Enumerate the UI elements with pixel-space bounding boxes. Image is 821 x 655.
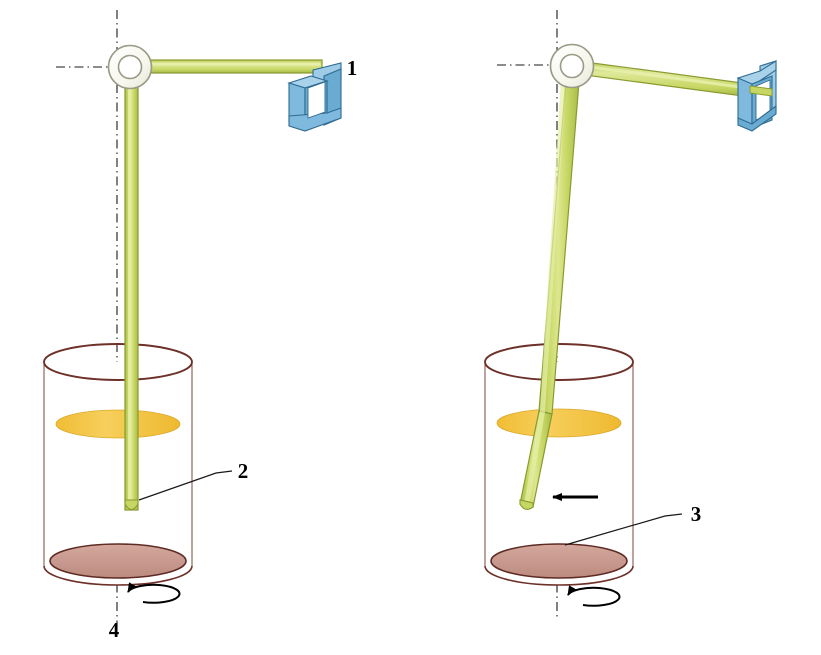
- deflected-rod-right: [519, 77, 580, 510]
- beaker-bottom-left: [49, 543, 187, 579]
- rotation-direction-arrow-right: [567, 585, 621, 607]
- panel-right: 3: [482, 10, 777, 620]
- beaker-rim-left: [43, 343, 193, 381]
- pivot-hub-right: [549, 43, 595, 89]
- callout-label-1: 1: [347, 56, 358, 80]
- panel-left: 1 2 4: [41, 10, 358, 642]
- beaker-rim-right: [484, 343, 634, 381]
- beaker-vessel-right: [482, 343, 636, 586]
- callout-label-4: 4: [109, 618, 120, 642]
- horizontal-arm-left: [129, 59, 323, 74]
- clamp-holder-right: [736, 60, 777, 132]
- horizontal-arm-right: [569, 59, 751, 98]
- callout-leader-2: [138, 470, 233, 501]
- callout-label-3: 3: [691, 502, 702, 526]
- clamp-holder-left: [287, 62, 342, 132]
- vertical-rod-left: [124, 73, 139, 511]
- rotation-direction-arrow-left: [127, 582, 181, 604]
- pivot-hub-left: [107, 44, 153, 90]
- beaker-bottom-right: [490, 543, 628, 579]
- liquid-surface-left: [55, 409, 181, 439]
- callout-leader-3: [564, 513, 683, 546]
- beaker-vessel-left: [41, 343, 195, 586]
- callout-label-2: 2: [238, 459, 249, 483]
- liquid-surface-right: [496, 408, 622, 438]
